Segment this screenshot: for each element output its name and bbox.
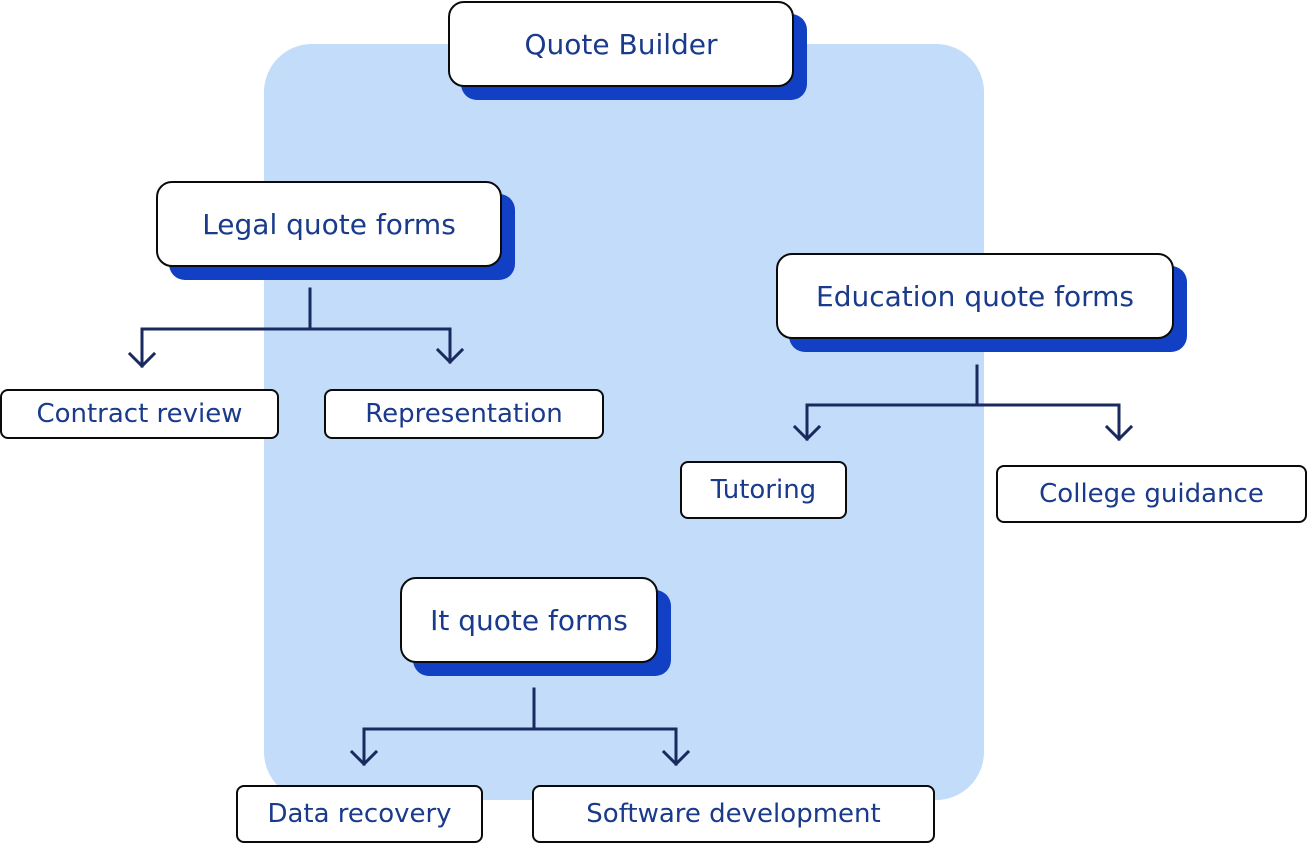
- legal-node: Legal quote forms: [156, 181, 502, 267]
- contract-review-arrow-icon: [127, 351, 157, 369]
- legal-node-label: Legal quote forms: [202, 207, 456, 241]
- college-guidance-node: College guidance: [996, 465, 1307, 523]
- tutoring-node: Tutoring: [680, 461, 847, 519]
- tutoring-label: Tutoring: [710, 475, 817, 505]
- representation-label: Representation: [365, 399, 563, 429]
- data-recovery-node: Data recovery: [236, 785, 483, 843]
- it-node-label: It quote forms: [430, 603, 628, 637]
- representation-node: Representation: [324, 389, 604, 439]
- education-node-label: Education quote forms: [816, 279, 1134, 313]
- data-recovery-label: Data recovery: [267, 799, 452, 829]
- contract-review-node: Contract review: [0, 389, 279, 439]
- software-development-node: Software development: [532, 785, 935, 843]
- college-guidance-label: College guidance: [1039, 479, 1264, 509]
- root-node: Quote Builder: [448, 1, 794, 87]
- college-guidance-arrow-icon: [1104, 424, 1134, 442]
- education-node: Education quote forms: [776, 253, 1174, 339]
- contract-review-label: Contract review: [36, 399, 243, 429]
- root-node-label: Quote Builder: [524, 27, 718, 61]
- software-development-label: Software development: [586, 799, 881, 829]
- it-node: It quote forms: [400, 577, 658, 663]
